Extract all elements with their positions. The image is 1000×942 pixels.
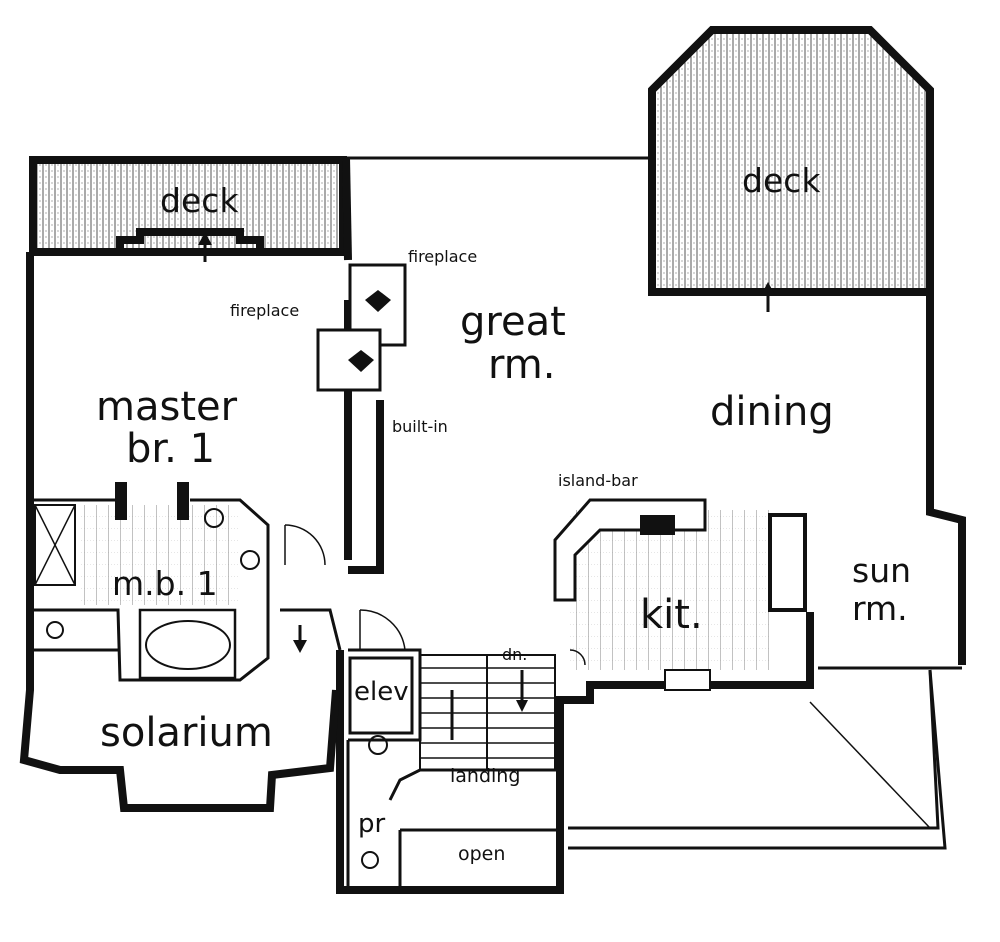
deck-left-area xyxy=(29,156,347,256)
toilet-icon xyxy=(46,621,388,869)
master-bath-floor xyxy=(34,482,260,680)
label-island-bar: island-bar xyxy=(558,471,638,490)
label-great-rm-2: rm. xyxy=(488,342,555,388)
label-master-bath: m.b. 1 xyxy=(112,564,218,603)
sink-icon xyxy=(204,508,224,528)
arrow-down-icon xyxy=(293,625,307,653)
label-sun-rm-2: rm. xyxy=(852,589,908,628)
label-master-2: br. 1 xyxy=(126,426,215,472)
bathtub-icon xyxy=(145,620,231,670)
label-sun-rm: sun xyxy=(852,551,911,590)
label-deck-right: deck xyxy=(742,161,821,200)
label-landing: landing xyxy=(450,765,520,787)
staircase xyxy=(419,654,556,771)
label-powder: pr xyxy=(358,809,386,839)
label-built-in: built-in xyxy=(392,417,448,436)
label-stair-down: dn. xyxy=(502,645,527,664)
arrow-up-icon xyxy=(761,282,775,312)
label-open: open xyxy=(458,843,505,865)
label-fireplace-left: fireplace xyxy=(230,301,299,320)
label-deck-left: deck xyxy=(160,181,239,220)
sink-icon xyxy=(240,550,260,570)
doors xyxy=(284,524,586,666)
label-elev: elev xyxy=(354,677,409,707)
label-dining: dining xyxy=(710,389,834,435)
exterior-walls xyxy=(19,156,966,894)
label-kitchen: kit. xyxy=(640,592,703,638)
label-solarium: solarium xyxy=(100,710,273,756)
arrow-up-icon xyxy=(198,232,212,262)
fireplace-left-symbol xyxy=(316,328,382,392)
kitchen-floor xyxy=(553,498,807,691)
label-great-rm: great xyxy=(460,299,566,345)
label-master: master xyxy=(96,384,238,430)
deck-right-area xyxy=(648,26,934,296)
sink-icon xyxy=(368,735,388,755)
label-fireplace-right: fireplace xyxy=(408,247,477,266)
elevator-shaft xyxy=(348,656,414,735)
